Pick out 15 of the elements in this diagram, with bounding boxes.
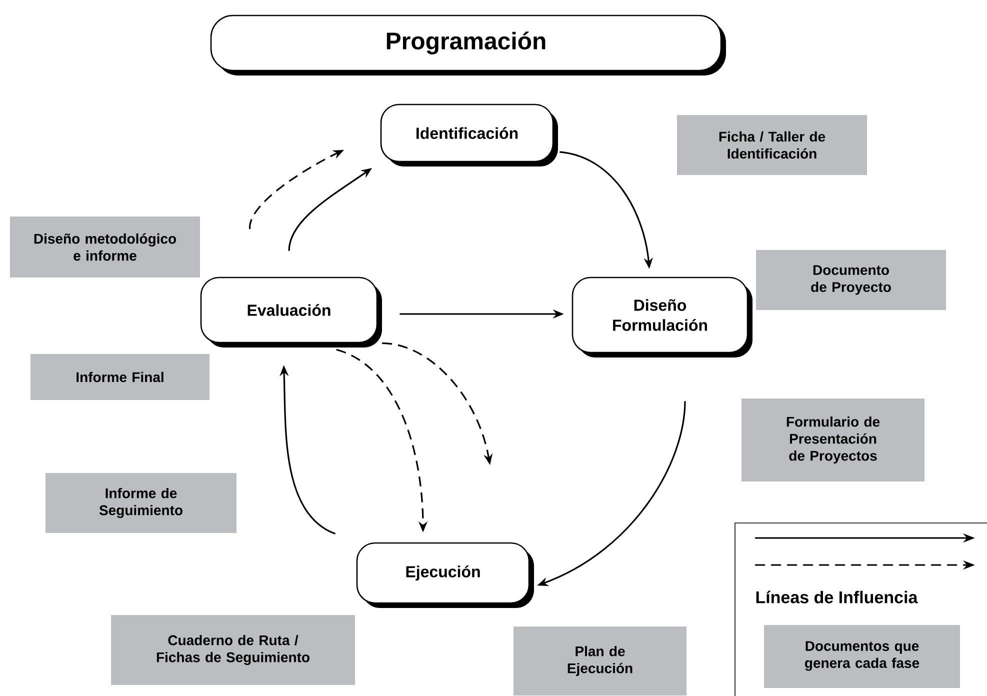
- phase-box: Identificación: [380, 104, 558, 166]
- document-box: Informe Final: [30, 354, 210, 400]
- document-box: Cuaderno de Ruta / Fichas de Seguimiento: [111, 615, 355, 685]
- phase-box: Ejecución: [356, 542, 534, 608]
- document-box: Informe de Seguimiento: [46, 473, 236, 533]
- header-box: Programación: [210, 14, 726, 76]
- document-box: Diseño metodológico e informe: [10, 216, 200, 278]
- document-box: Ficha / Taller de Identificación: [677, 115, 868, 175]
- phase-box: Evaluación: [200, 276, 382, 348]
- legend-label: Líneas de Influencia: [756, 590, 918, 604]
- document-box: Plan de Ejecución: [514, 626, 686, 696]
- document-box: Documento de Proyecto: [756, 250, 946, 310]
- legend-label: Documentos que genera cada fase: [805, 641, 920, 671]
- document-box: Formulario de Presentación de Proyectos: [742, 398, 925, 482]
- phase-box: Diseño Formulación: [572, 276, 752, 358]
